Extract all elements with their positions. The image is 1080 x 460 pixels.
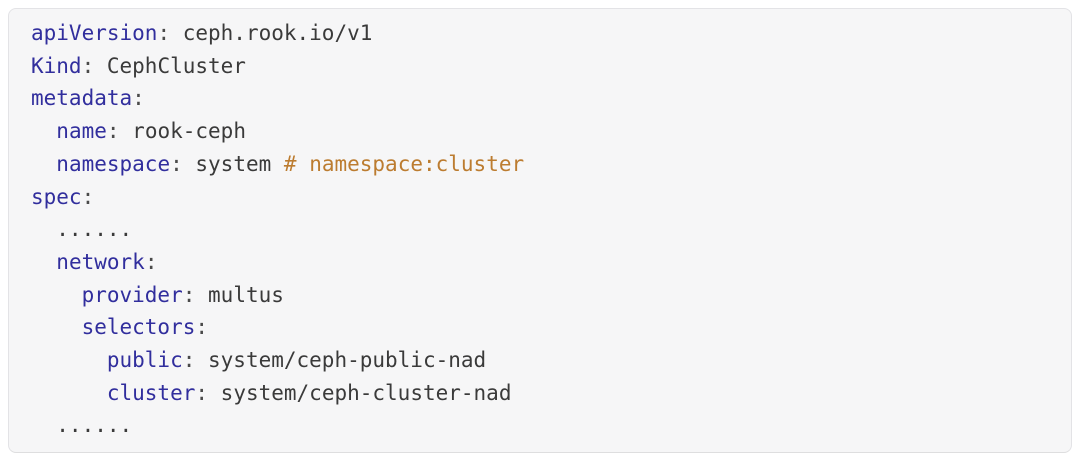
code-line: network: (31, 246, 1049, 279)
yaml-value-token: rook-ceph (119, 119, 246, 144)
yaml-value-token: system (182, 151, 284, 176)
yaml-plain-token: ...... (31, 413, 133, 438)
yaml-value-token: system/ceph-public-nad (195, 348, 487, 373)
yaml-key-token: public (106, 348, 183, 373)
yaml-value-token: multus (195, 282, 284, 307)
yaml-key-token: network (56, 249, 145, 274)
yaml-key-token: namespace (56, 151, 171, 176)
yaml-key-token: selectors (81, 315, 196, 340)
code-line: apiVersion: ceph.rook.io/v1 (31, 17, 1049, 50)
yaml-key-token: Kind (31, 53, 82, 78)
yaml-punct-token: : (106, 119, 120, 144)
yaml-key-token: spec (31, 184, 82, 209)
yaml-key-token: apiVersion (31, 21, 158, 45)
yaml-key-token: name (56, 119, 107, 144)
code-line: Kind: CephCluster (31, 50, 1049, 83)
yaml-punct-token: : (182, 282, 196, 307)
yaml-punct-token: : (81, 184, 95, 209)
code-line: name: rook-ceph (31, 115, 1049, 148)
code-line: cluster: system/ceph-cluster-nad (31, 377, 1049, 410)
code-line: provider: multus (31, 279, 1049, 312)
code-line: public: system/ceph-public-nad (31, 344, 1049, 377)
code-line: namespace: system # namespace:cluster (31, 148, 1049, 181)
yaml-plain-token (31, 315, 82, 339)
yaml-punct-token: : (157, 21, 171, 45)
yaml-punct-token: : (132, 86, 145, 111)
yaml-punct-token: : (81, 53, 95, 78)
yaml-value-token: CephCluster (94, 53, 246, 78)
code-line: metadata: (31, 82, 1049, 115)
yaml-comment-token: # namespace:cluster (283, 151, 525, 176)
yaml-punct-token: : (170, 151, 183, 176)
yaml-punct-token: : (195, 315, 209, 340)
yaml-punct-token: : (182, 348, 196, 373)
yaml-plain-token (31, 381, 107, 405)
yaml-value-token: ceph.rook.io/v1 (170, 21, 373, 45)
yaml-key-token: metadata (31, 86, 133, 111)
yaml-plain-token (31, 250, 56, 274)
code-line: ...... (31, 409, 1049, 442)
yaml-key-token: provider (81, 282, 183, 307)
code-line: spec: (31, 181, 1049, 214)
yaml-key-token: cluster (106, 380, 196, 405)
yaml-plain-token (31, 152, 56, 176)
yaml-plain-token (31, 348, 107, 372)
yaml-plain-token: ...... (31, 217, 133, 242)
code-line: selectors: (31, 311, 1049, 344)
yaml-plain-token (31, 283, 82, 307)
yaml-value-token: system/ceph-cluster-nad (208, 380, 512, 405)
yaml-punct-token: : (195, 380, 209, 405)
yaml-punct-token: : (144, 249, 158, 274)
code-line: ...... (31, 213, 1049, 246)
yaml-plain-token (31, 119, 56, 143)
